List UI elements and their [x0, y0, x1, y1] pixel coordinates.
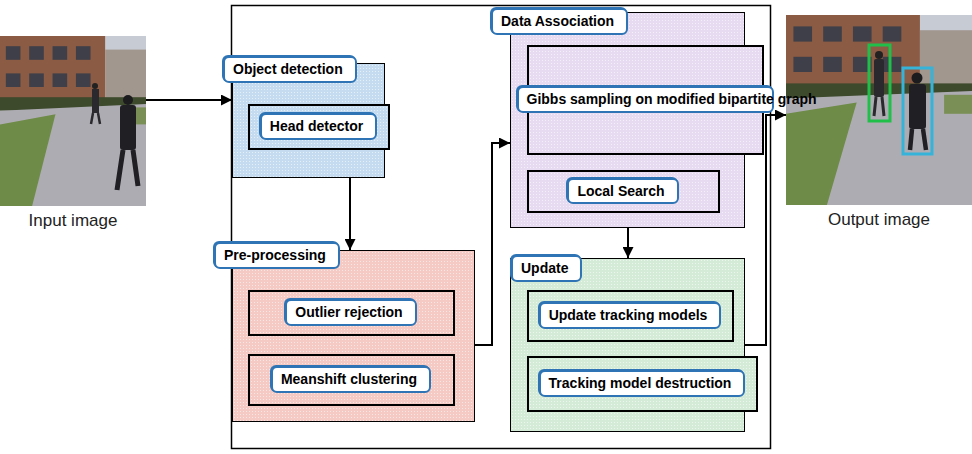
- flow-arrow: [349, 178, 351, 250]
- photo-frame: Output image: [786, 15, 972, 205]
- flow-arrow: [146, 99, 232, 101]
- window: [793, 26, 812, 41]
- process-box: Tracking model destruction: [527, 356, 758, 412]
- road: [0, 104, 146, 206]
- person-legs: [874, 97, 884, 116]
- window: [53, 46, 68, 60]
- group-tab: Data Association: [491, 8, 628, 35]
- flow-arrow: [627, 228, 629, 258]
- process-box: Local Search: [527, 170, 720, 213]
- tracking-box: [903, 68, 932, 154]
- person-body: [909, 84, 926, 129]
- window: [29, 46, 44, 60]
- window: [6, 46, 21, 60]
- output-photo: [786, 15, 972, 205]
- group-tab: Pre-processing: [214, 242, 340, 269]
- group-tab: Object detection: [223, 56, 357, 83]
- person-body: [120, 105, 136, 150]
- person-head: [912, 73, 923, 84]
- window: [76, 73, 91, 87]
- window: [883, 26, 902, 41]
- input-photo: [0, 36, 146, 206]
- image-caption: Output image: [828, 210, 930, 230]
- window: [823, 26, 842, 41]
- box-label: Local Search: [567, 178, 678, 205]
- brick-building: [786, 15, 920, 91]
- stage-group: Update tracking modelsTracking model des…: [510, 258, 745, 432]
- grass: [0, 114, 55, 206]
- process-box: Head detector: [248, 104, 390, 150]
- box-label: Tracking model destruction: [539, 370, 746, 397]
- box-label: Gibbs sampling on modified bipartite gra…: [517, 86, 774, 113]
- window: [793, 57, 812, 72]
- process-box: Update tracking models: [527, 290, 734, 342]
- stage-group: Head detectorObject detection: [232, 63, 385, 178]
- person-legs: [91, 113, 100, 124]
- box-label: Meanshift clustering: [271, 366, 431, 393]
- window: [883, 57, 902, 72]
- box-label: Update tracking models: [539, 302, 722, 329]
- grass: [786, 102, 857, 205]
- person-legs: [117, 150, 138, 190]
- window: [853, 26, 872, 41]
- window: [823, 57, 842, 72]
- person-body: [874, 59, 884, 97]
- window: [53, 73, 68, 87]
- person-head: [92, 83, 98, 89]
- brick-building: [0, 36, 105, 104]
- process-box: Meanshift clustering: [248, 354, 455, 406]
- stage-group: Gibbs sampling on modified bipartite gra…: [510, 12, 745, 228]
- process-box: Gibbs sampling on modified bipartite gra…: [527, 45, 764, 155]
- group-tab: Update: [511, 255, 582, 282]
- window: [6, 73, 21, 87]
- far-building: [105, 50, 146, 104]
- tracking-box: [869, 45, 890, 121]
- person-head: [123, 95, 133, 105]
- photo-frame: Input image: [0, 36, 146, 206]
- person-legs: [910, 129, 926, 150]
- person-body: [92, 89, 99, 113]
- image-caption: Input image: [29, 211, 118, 231]
- grass: [944, 95, 972, 114]
- far-building: [920, 30, 972, 91]
- window: [29, 73, 44, 87]
- road: [786, 91, 972, 205]
- process-box: Outlier rejection: [248, 290, 455, 336]
- flow-arrow: [475, 143, 510, 345]
- window: [76, 46, 91, 60]
- sky: [0, 36, 146, 107]
- box-label: Head detector: [260, 113, 377, 140]
- stage-group: Outlier rejectionMeanshift clusteringPre…: [232, 250, 475, 422]
- person-head: [875, 51, 883, 59]
- box-label: Outlier rejection: [285, 299, 416, 326]
